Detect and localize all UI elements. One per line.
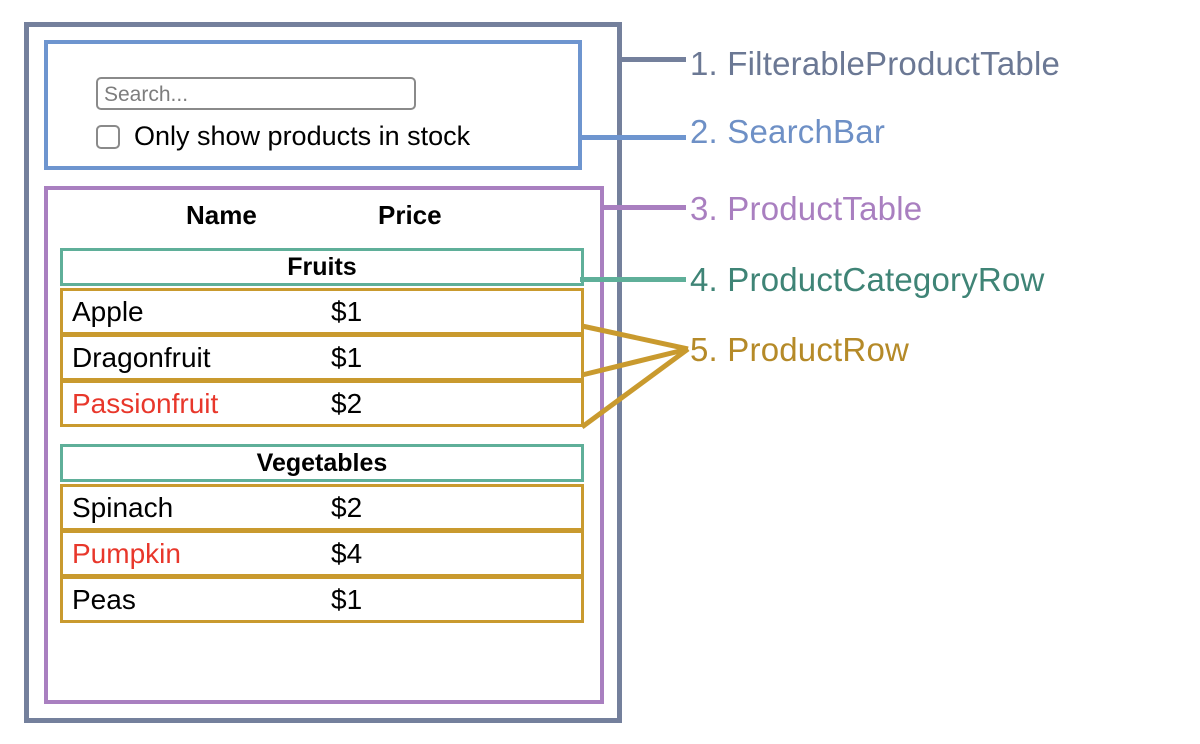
product-name: Pumpkin: [72, 538, 181, 569]
in-stock-checkbox[interactable]: [96, 124, 120, 149]
legend: 1. FilterableProductTable 2. SearchBar 3…: [690, 0, 1200, 744]
product-rows-area: Fruits Apple $1 Dragonfruit $1 Passionfr…: [60, 248, 584, 623]
column-header-name: Name: [186, 200, 257, 230]
leader-line-filterable-product-table: [622, 57, 686, 62]
column-header-price: Price: [378, 200, 442, 230]
product-price: $2: [331, 388, 363, 419]
product-row[interactable]: Dragonfruit $1: [60, 334, 584, 381]
search-bar-frame: Search... Only show products in stock: [44, 40, 582, 170]
product-row[interactable]: Peas $1: [60, 576, 584, 623]
product-price: $1: [331, 342, 363, 373]
product-row[interactable]: Apple $1: [60, 288, 584, 335]
in-stock-checkbox-row[interactable]: Only show products in stock: [96, 123, 470, 150]
product-table-frame: Name Price Fruits Apple $1 Dragonfruit $…: [44, 186, 604, 704]
leader-line-product-category-row: [580, 277, 686, 282]
product-category-label: Fruits: [287, 253, 357, 281]
in-stock-checkbox-label: Only show products in stock: [134, 121, 471, 151]
product-category-row: Fruits: [60, 248, 584, 286]
legend-item-product-row: 5. ProductRow: [690, 331, 910, 368]
legend-item-product-category-row: 4. ProductCategoryRow: [690, 261, 1045, 298]
product-price: $1: [331, 296, 363, 327]
product-name: Dragonfruit: [72, 342, 211, 373]
leader-line-product-table: [604, 205, 686, 210]
search-input[interactable]: Search...: [96, 77, 416, 110]
product-name: Spinach: [72, 492, 174, 523]
product-name: Peas: [72, 584, 136, 615]
legend-item-search-bar: 2. SearchBar: [690, 113, 886, 150]
product-price: $4: [331, 538, 363, 569]
legend-item-filterable-product-table: 1. FilterableProductTable: [690, 45, 1061, 82]
product-price: $2: [331, 492, 363, 523]
product-name: Passionfruit: [72, 388, 219, 419]
product-price: $1: [331, 584, 363, 615]
leader-lines-product-row: [580, 323, 690, 430]
product-category-row: Vegetables: [60, 444, 584, 482]
product-row[interactable]: Passionfruit $2: [60, 380, 584, 427]
leader-line-search-bar: [582, 135, 686, 140]
product-category-label: Vegetables: [256, 449, 388, 477]
product-table-header: Name Price: [48, 198, 600, 236]
product-name: Apple: [72, 296, 144, 327]
product-row[interactable]: Spinach $2: [60, 484, 584, 531]
legend-item-product-table: 3. ProductTable: [690, 190, 923, 227]
spacer: [60, 427, 584, 444]
product-row[interactable]: Pumpkin $4: [60, 530, 584, 577]
